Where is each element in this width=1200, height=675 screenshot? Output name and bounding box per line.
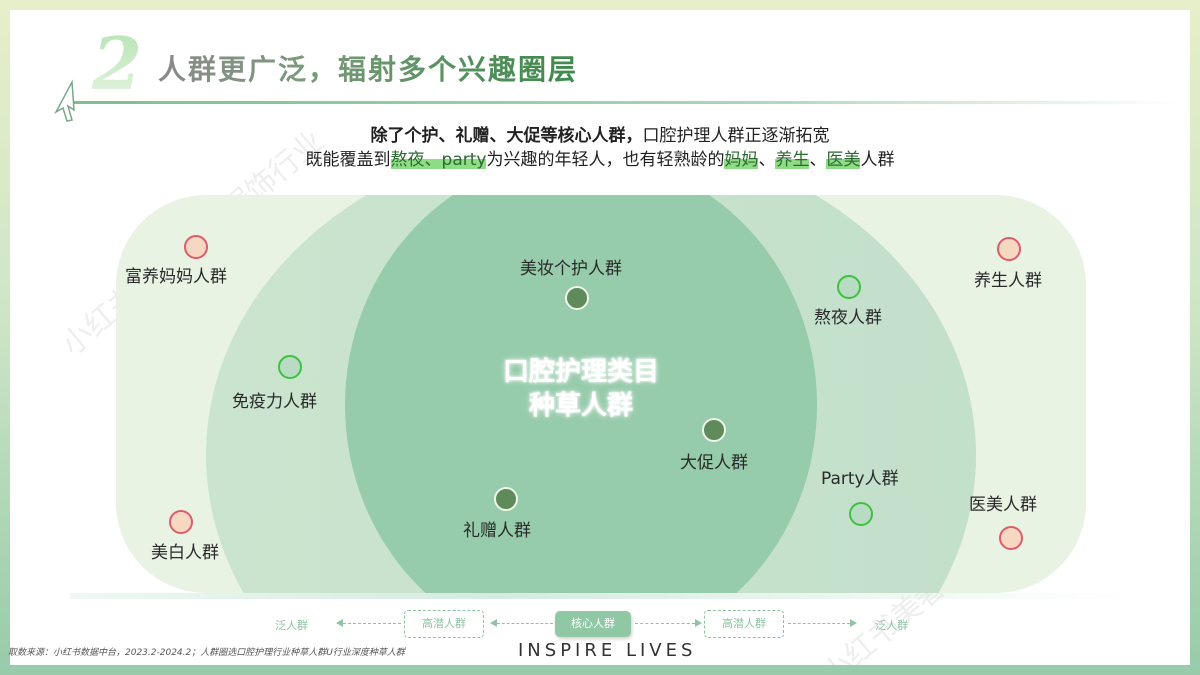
mid-dot-icon xyxy=(278,355,302,379)
core-dot-icon xyxy=(565,286,589,310)
subtitle-text: 人群 xyxy=(860,150,895,170)
arrow-right-icon xyxy=(695,619,702,627)
core-audience-circle xyxy=(345,195,817,593)
mid-dot-icon xyxy=(849,502,873,526)
page-title: 人群更广泛，辐射多个兴趣圈层 xyxy=(158,53,579,86)
highlight-mom: 妈妈 xyxy=(724,150,759,170)
title-divider xyxy=(70,101,1180,104)
outer-dot-icon xyxy=(169,510,193,534)
subtitle-text: 为兴趣的年轻人，也有轻熟龄的 xyxy=(486,150,725,170)
arrow-left-icon xyxy=(490,619,497,627)
node-label: 养生人群 xyxy=(974,271,1042,291)
mid-dot-icon xyxy=(837,275,861,299)
dashed-connector xyxy=(635,623,695,624)
audience-diagram: 口腔护理类目 种草人群 富养妈妈人群 美白人群 养生人群 医美人群 免疫力人群 … xyxy=(116,195,1086,593)
dashed-connector xyxy=(497,623,553,624)
node-label: 医美人群 xyxy=(969,495,1037,515)
node-label: 大促人群 xyxy=(680,453,748,473)
outer-dot-icon xyxy=(997,237,1021,261)
legend-potential-left: 高潜人群 xyxy=(404,610,484,638)
node-label: 熬夜人群 xyxy=(814,308,882,328)
node-label: 富养妈妈人群 xyxy=(125,267,227,287)
node-label: 美白人群 xyxy=(151,543,219,563)
section-number: 2 xyxy=(92,21,143,106)
node-label: Party人群 xyxy=(821,469,899,489)
subtitle-text: 、 xyxy=(758,150,776,170)
legend-broad-left: 泛人群 xyxy=(275,619,308,632)
core-dot-icon xyxy=(494,487,518,511)
legend-core: 核心人群 xyxy=(555,611,631,637)
legend-potential-right: 高潜人群 xyxy=(704,610,784,638)
subtitle-line-1: 除了个护、礼赠、大促等核心人群，口腔护理人群正逐渐拓宽 xyxy=(10,124,1190,148)
legend-broad-right: 泛人群 xyxy=(875,619,908,632)
cursor-icon xyxy=(54,79,75,122)
core-label-line-2: 种草人群 xyxy=(528,391,633,421)
data-source-note: 取数来源：小红书数据中台，2023.2-2024.2；人群圈选口腔护理行业种草人… xyxy=(8,648,405,658)
highlight-party: party xyxy=(441,150,487,170)
node-label: 免疫力人群 xyxy=(232,392,317,412)
subtitle-text: 、 xyxy=(809,150,827,170)
dashed-connector xyxy=(788,623,850,624)
subtitle-bold: 除了个护、礼赠、大促等核心人群， xyxy=(370,126,643,146)
subtitle-text: 口腔护理人群正逐渐拓宽 xyxy=(642,126,830,146)
highlight-wellness: 养生 xyxy=(775,150,810,170)
slide: 小红书美奢潮流服饰行业 小红书美奢潮流服饰行业 2 人群更广泛，辐射多个兴趣圈层… xyxy=(10,10,1190,665)
node-label: 礼赠人群 xyxy=(463,521,531,541)
core-category-label: 口腔护理类目 种草人群 xyxy=(116,355,1046,423)
divider xyxy=(70,593,1130,599)
core-label-line-1: 口腔护理类目 xyxy=(502,357,659,387)
core-dot-icon xyxy=(702,418,726,442)
node-label: 美妆个护人群 xyxy=(520,259,622,279)
highlight-late-night: 熬夜、 xyxy=(390,150,442,170)
subtitle-text: 既能覆盖到 xyxy=(305,150,391,170)
arrow-right-icon xyxy=(850,619,857,627)
highlight-medical-beauty: 医美 xyxy=(826,150,861,170)
brand-slogan: INSPIRE LIVES xyxy=(518,640,697,661)
arrow-left-icon xyxy=(336,619,343,627)
subtitle-line-2: 既能覆盖到熬夜、party为兴趣的年轻人，也有轻熟龄的妈妈、养生、医美人群 xyxy=(10,148,1190,172)
outer-dot-icon xyxy=(184,235,208,259)
dashed-connector xyxy=(343,623,401,624)
audience-legend: 泛人群 高潜人群 核心人群 高潜人群 泛人群 xyxy=(10,608,1190,640)
outer-dot-icon xyxy=(999,526,1023,550)
